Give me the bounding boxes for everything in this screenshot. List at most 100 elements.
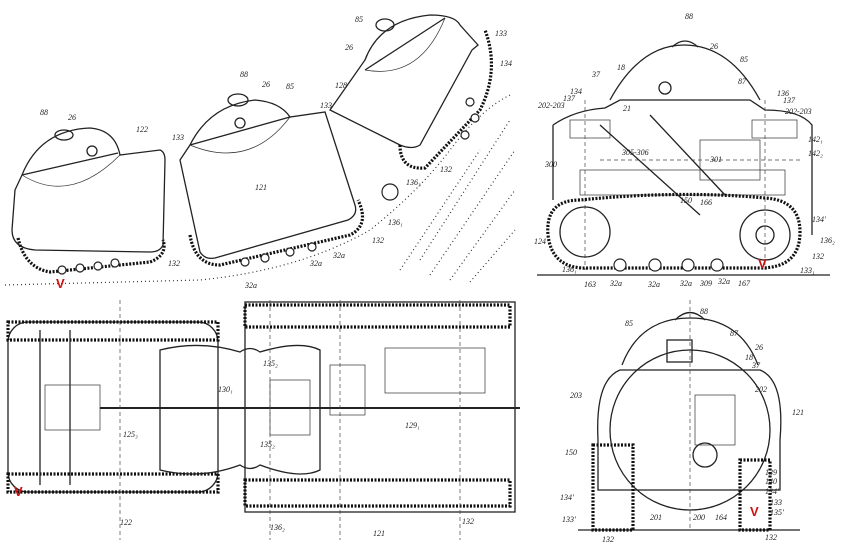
marker-v: V [758,256,767,271]
ref-label: 134 [500,59,512,68]
ref-label: 142₁ [808,135,823,144]
ref-label: 132 [602,535,614,544]
ref-label: 305-306 [621,148,649,157]
ref-label: 136 [777,89,789,98]
tank-vehicle-3 [329,14,493,201]
ref-label: 133 [770,498,782,507]
ref-label: 132 [168,259,180,268]
ref-label: 85 [625,319,633,328]
marker-v: V [14,484,23,499]
ref-label: 301 [709,155,722,164]
ref-label: 85 [355,15,363,24]
ref-label: 125₃ [123,430,138,439]
ref-label: 121 [373,529,385,538]
ref-label: 134' [560,493,574,502]
ref-label: 133 [172,133,184,142]
ref-label: 202-203 [538,101,565,110]
ref-label: 32a [717,277,730,286]
figure-labels: 88 26 122 133 88 26 85 121 133 128 85 26… [40,15,512,290]
ref-label: 26 [345,43,353,52]
ref-label: 136₂ [820,236,835,245]
ref-label: 121 [255,183,267,192]
ref-label: 132 [462,517,474,526]
ref-label: 135₂ [260,440,275,449]
ref-label: 136₂ [270,523,285,532]
ref-label: 136₃ [406,178,421,187]
ref-label: 18 [617,63,625,72]
ref-label: 132 [765,533,777,542]
ref-label: 133 [320,101,332,110]
soil-hatching [399,119,516,283]
ref-label: 300 [544,160,557,169]
ref-label: 122 [120,518,132,527]
ref-label: 88 [700,307,708,316]
rear-view: 88 85 87 26 18 37 203 202 121 150 139 14… [560,300,804,544]
ref-label: 163 [584,280,596,289]
figure-labels: 88 26 85 87 37 18 21 202-203 136 137 202… [534,12,835,289]
ref-label: 201 [650,513,662,522]
ref-label: 85 [740,55,748,64]
ref-label: 139 [765,468,777,477]
ref-label: 18 [745,353,753,362]
ref-label: 32a [244,281,257,290]
ref-label: 136₁ [562,265,577,274]
ref-label: 26 [262,80,270,89]
ref-label: 150 [680,196,692,205]
ref-label: 32a [332,251,345,260]
ref-label: 132 [440,165,452,174]
figure-labels: 135₂ 130₁ 125₃ 135₂ 129₁ 122 136₂ 121 13… [120,359,474,538]
ref-label: 132 [372,236,384,245]
ref-label: 85 [286,82,294,91]
ref-label: 202-203 [785,107,812,116]
ref-label: 87 [738,77,747,86]
ref-label: 124 [534,237,546,246]
ref-label: 134 [570,87,582,96]
ref-label: 37 [591,70,601,79]
ref-label: 134' [812,215,826,224]
marker-v: V [750,504,759,519]
ref-label: 32a [647,280,660,289]
ref-label: 203 [570,391,582,400]
ref-label: 137 [783,96,796,105]
ref-label: 88 [40,108,48,117]
ref-label: 142₂ [808,149,823,158]
ref-label: 122 [136,125,148,134]
ref-label: 140 [765,477,777,486]
ref-label: 88 [240,70,248,79]
ref-label: 134' [765,487,779,496]
ref-label: 128 [335,81,347,90]
ref-label: 202 [755,385,767,394]
figure-labels: 88 85 87 26 18 37 203 202 121 150 139 14… [560,307,804,544]
marker-v: V [56,276,65,291]
ref-label: 21 [623,104,631,113]
ref-label: 133₁ [800,266,815,275]
ref-label: 26 [755,343,763,352]
ref-label: 32a [609,279,622,288]
ref-label: 132 [812,252,824,261]
ref-label: 309 [699,279,712,288]
ref-label: 26 [710,42,718,51]
ref-label: 164 [715,513,727,522]
ref-label: 26 [68,113,76,122]
ref-label: 150 [565,448,577,457]
ref-label: 130₁ [218,385,233,394]
ref-label: 137 [563,94,576,103]
tank-vehicle-2 [179,93,365,267]
ref-label: 135₂ [263,359,278,368]
ref-label: 167 [738,279,751,288]
ref-label: 133 [495,29,507,38]
ref-label: 129₁ [405,421,420,430]
ref-label: 136₁ [388,218,403,227]
ref-label: 121 [792,408,804,417]
side-section-view: 88 26 85 87 37 18 21 202-203 136 137 202… [534,12,835,289]
ref-label: 32a [309,259,322,268]
ref-label: 32a [679,279,692,288]
ref-label: 87 [730,329,739,338]
ref-label: 200 [693,513,705,522]
ref-label: 88 [685,12,693,21]
ref-label: 133' [562,515,576,524]
top-plan-view: 135₂ 130₁ 125₃ 135₂ 129₁ 122 136₂ 121 13… [6,300,520,540]
ref-label: 166 [700,198,712,207]
ref-label: 37 [751,361,761,370]
